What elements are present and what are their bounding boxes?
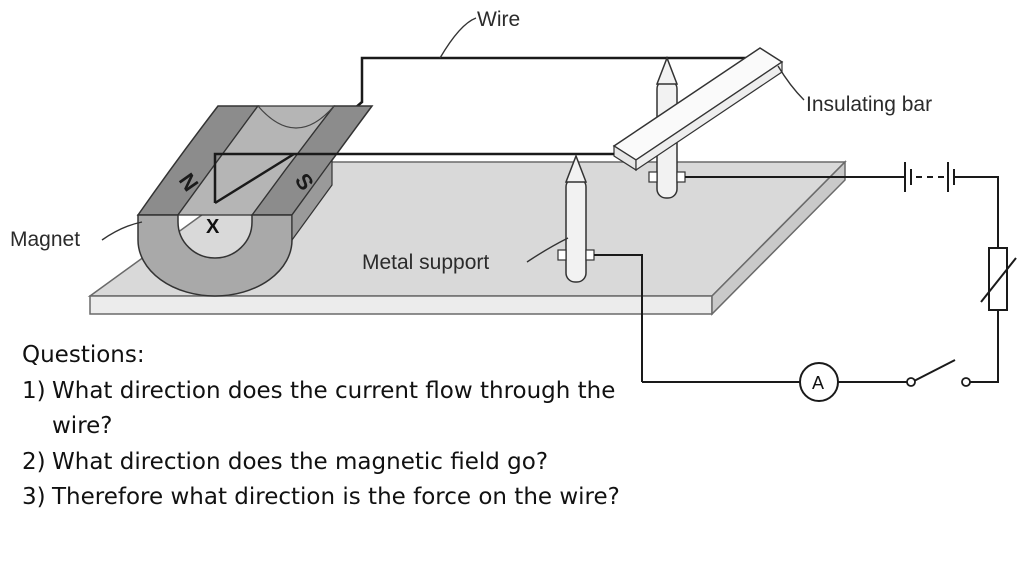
circuit (594, 162, 1017, 383)
question-text: What direction does the current flow thr… (52, 377, 616, 440)
question-2: 2) What direction does the magnetic fiel… (22, 445, 642, 481)
question-text: What direction does the magnetic field g… (52, 448, 549, 475)
magnet: N S (136, 105, 374, 297)
insulating-bar (612, 47, 784, 172)
ammeter-icon: A (799, 362, 839, 402)
metal-support-label: Metal support (362, 251, 489, 274)
magnet-label: Magnet (10, 228, 80, 251)
question-number: 2) (22, 448, 46, 475)
wire-front (213, 152, 614, 205)
leader-lines (101, 17, 805, 263)
question-1: 1) What direction does the current flow … (22, 374, 642, 445)
questions-heading: Questions: (22, 342, 145, 368)
question-3: 3) Therefore what direction is the force… (22, 480, 642, 516)
question-number: 1) (22, 377, 46, 404)
wire-label: Wire (477, 8, 520, 31)
questions-block: Questions: 1) What direction does the cu… (22, 338, 642, 516)
point-x-label: X (206, 216, 220, 238)
question-text: Therefore what direction is the force on… (52, 484, 620, 510)
metal-support-front (557, 153, 595, 283)
insulating-bar-label: Insulating bar (806, 93, 932, 116)
ammeter-label: A (812, 373, 824, 393)
question-number: 3) (22, 484, 46, 510)
